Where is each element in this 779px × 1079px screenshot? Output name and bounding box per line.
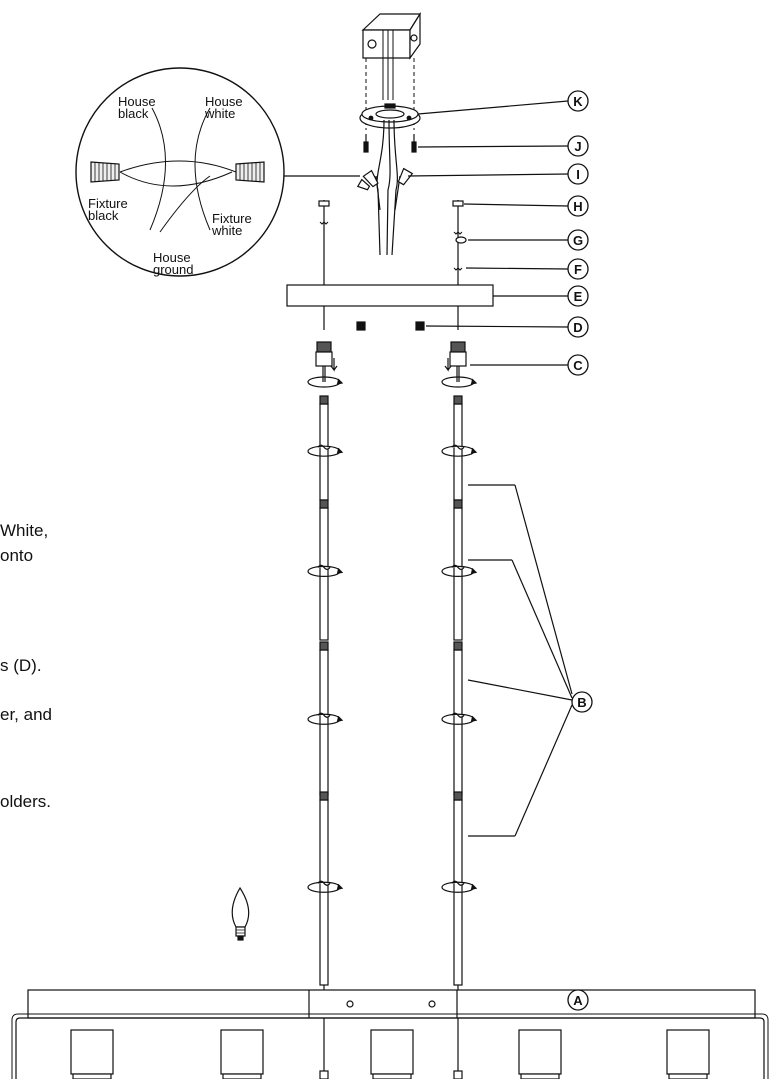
svg-text:F: F — [574, 262, 582, 277]
wiring-callout-labels: House black House white Fixture black Fi… — [88, 94, 252, 277]
down-arrow-icon — [444, 358, 452, 372]
rod-end-nut — [453, 1070, 463, 1079]
downrod-segment — [453, 403, 463, 501]
mounting-bracket — [359, 103, 421, 129]
fixture-black-label-1: Fixture — [88, 196, 128, 211]
instruction-line-1: White, — [0, 521, 49, 540]
downrod-assemblies — [307, 341, 478, 1000]
house-white-label-1: House — [205, 94, 243, 109]
svg-text:I: I — [576, 167, 580, 182]
downrod-segment — [453, 649, 463, 796]
house-black-label-2: black — [118, 106, 149, 121]
mounting-screws — [363, 134, 417, 153]
arrow-head-icon — [470, 883, 478, 890]
house-ground-label-2: ground — [153, 262, 193, 277]
rod-joint — [319, 641, 329, 651]
candle-sleeve — [370, 1029, 414, 1075]
arrow-head-icon — [470, 715, 478, 722]
candle-sleeve — [70, 1029, 114, 1075]
candle-cup — [222, 1073, 262, 1079]
candle-sleeve — [666, 1029, 710, 1075]
downrod-segment — [319, 507, 329, 641]
candle-sleeves — [70, 1029, 710, 1079]
part-badge-f: F — [567, 258, 589, 280]
rod-joint — [453, 641, 463, 651]
svg-text:C: C — [573, 358, 583, 373]
part-badge-h: H — [567, 195, 589, 217]
instruction-line-3: s (D). — [0, 656, 42, 675]
fixture-wires — [356, 119, 414, 256]
rod-joint — [453, 791, 463, 801]
candle-sleeve — [220, 1029, 264, 1075]
svg-text:E: E — [574, 289, 583, 304]
svg-text:J: J — [574, 139, 581, 154]
svg-text:K: K — [573, 94, 583, 109]
instruction-line-5: olders. — [0, 792, 52, 811]
part-badge-e: E — [567, 285, 589, 307]
candle-cup — [668, 1073, 708, 1079]
svg-text:D: D — [573, 320, 582, 335]
house-black-label-1: House — [118, 94, 156, 109]
upper-hardware — [318, 200, 467, 330]
arrow-head-icon — [470, 378, 478, 385]
wiring-callout — [75, 67, 360, 277]
threaded-nipple — [316, 341, 332, 353]
downrod-segment — [453, 507, 463, 641]
fixture-body — [11, 989, 769, 1079]
junction-box — [361, 11, 422, 100]
part-badge-g: G — [567, 229, 589, 251]
candle-bulb-icon — [231, 886, 250, 941]
part-badge-k: K — [567, 90, 589, 112]
rod-end-nut — [319, 1070, 329, 1079]
arrow-head-icon — [336, 883, 344, 890]
arrow-head-icon — [470, 567, 478, 574]
finial-nut — [415, 321, 425, 331]
rod-joint — [319, 499, 329, 509]
house-ground-label-1: House — [153, 250, 191, 265]
svg-text:G: G — [573, 233, 583, 248]
coupler — [315, 351, 333, 367]
fixture-white-label-1: Fixture — [212, 211, 252, 226]
rotation-arrow-icon — [441, 376, 475, 388]
candle-cup — [372, 1073, 412, 1079]
downrod-segment — [319, 403, 329, 501]
candle-sleeve — [518, 1029, 562, 1075]
arrow-head-icon — [336, 567, 344, 574]
fixture-white-label-2: white — [211, 223, 242, 238]
candle-cup — [520, 1073, 560, 1079]
part-badge-d: D — [567, 316, 589, 338]
rod-joint — [319, 395, 329, 405]
rod-joint — [319, 791, 329, 801]
threaded-nipple — [450, 341, 466, 353]
coupler — [449, 351, 467, 367]
house-white-label-2: white — [204, 106, 235, 121]
downrod-left — [307, 341, 344, 1000]
arrow-head-icon — [470, 447, 478, 454]
part-badges: K J I H G F E D C B A — [567, 90, 593, 1011]
instruction-line-4: er, and — [0, 705, 52, 724]
part-badge-a: A — [567, 989, 589, 1011]
svg-text:B: B — [577, 695, 586, 710]
downrod-segment — [319, 649, 329, 796]
arrow-head-icon — [336, 715, 344, 722]
part-badge-c: C — [567, 354, 589, 376]
fixture-black-label-2: black — [88, 208, 119, 223]
svg-text:H: H — [573, 199, 582, 214]
down-arrow-icon — [330, 358, 338, 372]
canopy — [286, 284, 494, 307]
part-badge-i: I — [567, 163, 589, 185]
rod-joint — [453, 395, 463, 405]
instruction-line-2: onto — [0, 546, 34, 565]
part-badge-b: B — [571, 691, 593, 713]
candle-cup — [72, 1073, 112, 1079]
part-badge-j: J — [567, 135, 589, 157]
arrow-head-icon — [336, 378, 344, 385]
finial-nut — [356, 321, 366, 331]
downrod-right — [441, 341, 478, 1000]
svg-text:A: A — [573, 993, 583, 1008]
arrow-head-icon — [336, 447, 344, 454]
rod-joint — [453, 499, 463, 509]
rotation-arrow-icon — [307, 376, 341, 388]
